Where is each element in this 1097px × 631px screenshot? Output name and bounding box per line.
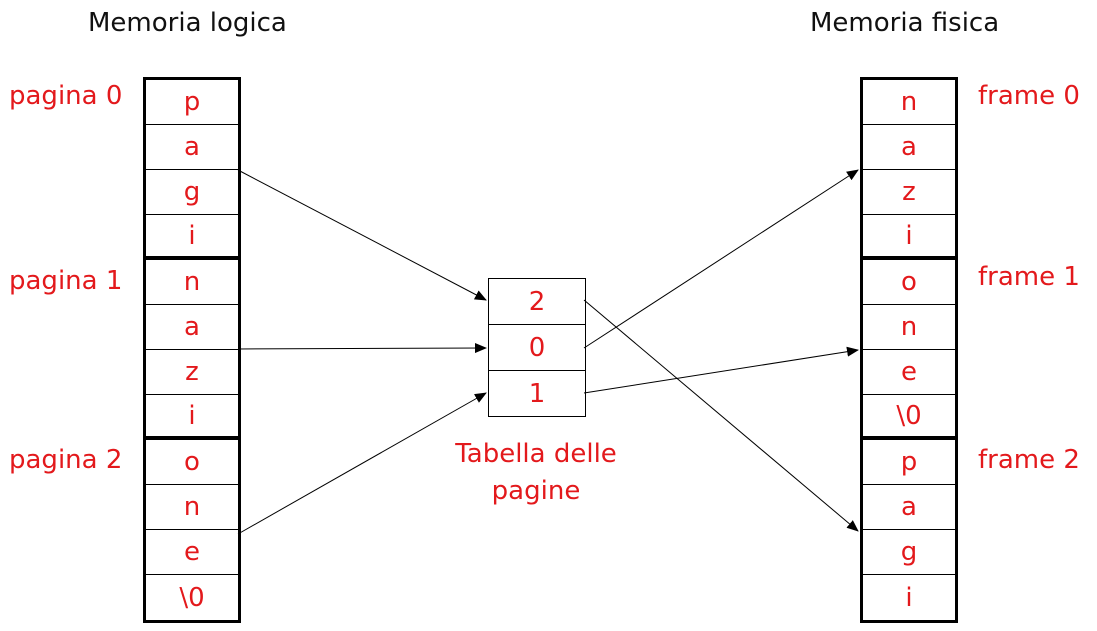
arrow-page1-to-table: [237, 343, 487, 354]
logical-cell: \0: [179, 582, 205, 613]
physical-cell: i: [905, 582, 913, 613]
frame-label-2: frame 2: [978, 445, 1080, 475]
logical-cell: g: [146, 170, 238, 215]
arrow-table-to-frame1: [583, 346, 859, 394]
logical-cell: n: [146, 485, 238, 530]
physical-memory-column: n a z i o n e \0 p a g i: [860, 77, 958, 623]
physical-cell: n: [863, 305, 955, 350]
logical-memory-title: Memoria logica: [88, 8, 287, 38]
logical-cell: o: [146, 440, 238, 485]
page-table-entry: 0: [489, 325, 585, 371]
physical-memory-title: Memoria fisica: [810, 8, 1000, 38]
physical-cell: a: [863, 125, 955, 170]
arrow-page0-to-table: [237, 169, 487, 301]
physical-cell: p: [863, 440, 955, 485]
page-label-1: pagina 1: [9, 266, 123, 296]
physical-cell: z: [863, 170, 955, 215]
physical-cell: \0: [863, 395, 955, 440]
logical-memory-column: p a g i n a z i o n e \0: [143, 77, 241, 623]
logical-cell: i: [146, 395, 238, 440]
page-label-2: pagina 2: [9, 445, 123, 475]
logical-cell: a: [146, 125, 238, 170]
physical-cell: a: [863, 485, 955, 530]
physical-cell: i: [863, 215, 955, 260]
page-table-caption-line2: pagine: [491, 476, 581, 506]
physical-cell: e: [863, 350, 955, 395]
logical-cell: i: [146, 215, 238, 260]
page-table-caption-line1: Tabella delle: [455, 439, 617, 469]
logical-cell: e: [146, 530, 238, 575]
logical-cell: a: [146, 305, 238, 350]
logical-cell: p: [146, 80, 238, 125]
physical-cell: n: [863, 80, 955, 125]
page-table: 2 0 1: [488, 278, 586, 417]
physical-cell: g: [863, 530, 955, 575]
logical-cell: n: [146, 260, 238, 305]
page-table-entry: 1: [528, 378, 546, 409]
page-table-entry: 2: [489, 279, 585, 325]
frame-label-0: frame 0: [978, 81, 1080, 111]
frame-label-1: frame 1: [978, 262, 1080, 292]
arrow-table-to-frame0: [583, 169, 859, 349]
logical-cell: z: [146, 350, 238, 395]
physical-cell: o: [863, 260, 955, 305]
page-table-caption: Tabella delle pagine: [430, 436, 642, 510]
page-label-0: pagina 0: [9, 81, 123, 111]
